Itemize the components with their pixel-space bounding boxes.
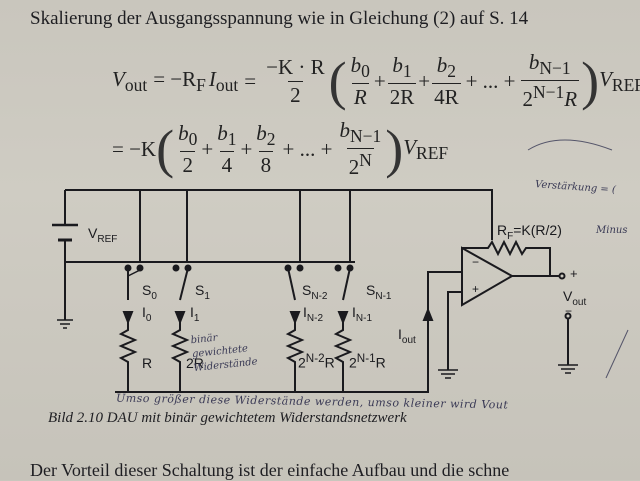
ground-right xyxy=(558,364,578,374)
opamp-plus-wire xyxy=(447,291,462,370)
vout-label: Vout xyxy=(563,288,587,308)
branch-0 xyxy=(118,264,144,392)
switch-label-n1: SN-1 xyxy=(366,282,392,302)
ellipsis-terms-2: + ... + xyxy=(282,136,333,161)
heading: Skalierung der Ausgangsspannung wie in G… xyxy=(30,8,529,29)
vout-symbol: Vout xyxy=(112,66,148,95)
current-label-0: I0 xyxy=(142,304,152,324)
output-plus-label: + xyxy=(570,266,578,281)
equals-sign: = xyxy=(244,68,257,93)
iout-label: Iout xyxy=(398,326,416,346)
handwritten-note-resistors: binär gewichtete Widerstände xyxy=(190,332,259,375)
switch-label-n2: SN-2 xyxy=(302,282,328,302)
footer-text: Der Vorteil dieser Schaltung ist der ein… xyxy=(30,460,510,480)
output-minus-label: − xyxy=(565,304,573,318)
resistor-label-n1: 2N-1R xyxy=(349,352,386,371)
branch-n2 xyxy=(284,264,305,392)
figure-caption: Bild 2.10 DAU mit binär gewichtetem Wide… xyxy=(48,410,407,426)
branch-n1 xyxy=(333,264,354,392)
summing-bus xyxy=(115,271,462,393)
opamp-triangle xyxy=(461,246,515,307)
branch-1 xyxy=(170,264,192,392)
current-label-n1: IN-1 xyxy=(352,304,373,324)
top-rail-wire xyxy=(65,189,493,240)
vref-symbol-2: VREF xyxy=(403,134,449,163)
ground-left xyxy=(57,319,73,329)
rf-label: RF=K(R/2) xyxy=(497,222,562,242)
switch-label-0: S0 xyxy=(142,282,157,302)
open-paren-2: ( xyxy=(156,119,175,180)
close-paren: ) xyxy=(581,51,600,112)
opamp-plus-label: + xyxy=(472,282,480,296)
close-paren-2: ) xyxy=(385,119,404,180)
hand-arc xyxy=(527,139,613,151)
opamp-minus-label: − xyxy=(472,255,480,269)
resistor-label-0: R xyxy=(142,355,153,371)
top-taps xyxy=(139,190,351,262)
resistor-label-1: 2R xyxy=(186,355,204,371)
feedback-wire xyxy=(461,239,551,277)
current-label-n2: IN-2 xyxy=(303,304,324,324)
ground-mid xyxy=(438,369,458,379)
iout-arrow xyxy=(422,307,434,321)
switch-label-1: S1 xyxy=(195,282,210,302)
handwritten-note-minus: Minus xyxy=(596,225,628,236)
output-terminal xyxy=(558,272,566,280)
hand-slash xyxy=(605,329,629,379)
neg-k-prefix: = −K xyxy=(112,136,157,161)
vref-symbol: VREF xyxy=(599,66,640,95)
open-paren: ( xyxy=(328,51,347,112)
vref-label: VREF xyxy=(88,225,118,245)
current-label-1: I1 xyxy=(190,304,200,324)
resistor-label-n2: 2N-2R xyxy=(298,352,335,371)
ellipsis-terms: + ... + xyxy=(465,68,516,93)
